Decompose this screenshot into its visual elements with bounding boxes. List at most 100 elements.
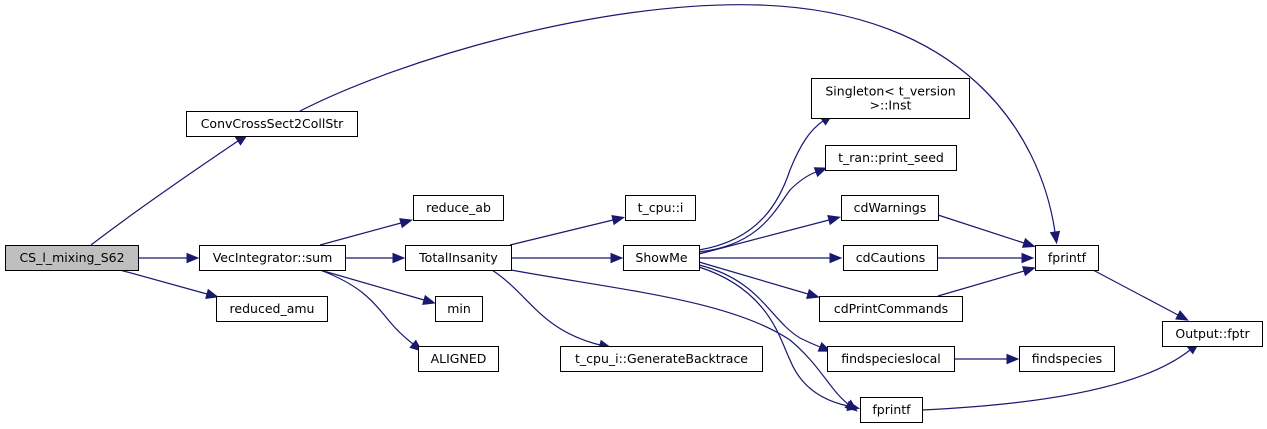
node-box[interactable] [827, 346, 955, 372]
edge-pcmd-to-fprintf1 [937, 266, 1036, 297]
edge-line [1092, 269, 1179, 316]
edge-line [119, 269, 208, 295]
node-label: Output::fptr [1175, 326, 1250, 341]
node-pseed[interactable]: t_ran::print_seed [825, 145, 957, 171]
edge-cs-to-ramu [119, 269, 219, 299]
node-box[interactable] [841, 195, 939, 221]
node-pcmd[interactable]: cdPrintCommands [819, 296, 963, 322]
node-label: t_cpu_i::GenerateBacktrace [575, 351, 748, 366]
node-box[interactable] [1019, 346, 1115, 372]
edge-warn-to-fprintf1 [937, 214, 1036, 248]
node-label: fprintf [1048, 250, 1087, 265]
node-box[interactable] [623, 245, 700, 271]
node-box[interactable] [825, 145, 957, 171]
edge-line [491, 269, 601, 346]
edge-line [698, 261, 809, 295]
edge-cs-to-conv [90, 134, 249, 246]
node-ramu[interactable]: reduced_amu [216, 296, 328, 322]
arrowhead-icon [611, 215, 625, 226]
node-fs[interactable]: findspecies [1019, 346, 1115, 372]
node-box[interactable] [435, 296, 483, 322]
node-fsl[interactable]: findspecieslocal [827, 346, 955, 372]
node-box[interactable] [216, 296, 328, 322]
arrowhead-icon [1049, 230, 1061, 245]
node-label: ShowMe [635, 250, 688, 265]
edge-line [937, 270, 1025, 297]
arrowhead-icon [399, 218, 413, 229]
edge-conv-to-fprintf1 [299, 4, 1061, 245]
edge-line [698, 266, 849, 407]
node-box[interactable] [811, 78, 970, 119]
edge-line [509, 219, 614, 246]
node-cs[interactable]: CS_l_mixing_S62 [5, 245, 139, 271]
edge-showme-to-caut [699, 252, 843, 264]
arrowhead-icon [1022, 266, 1036, 277]
node-label: CS_l_mixing_S62 [19, 250, 124, 265]
node-warn[interactable]: cdWarnings [841, 195, 939, 221]
node-box[interactable] [413, 195, 504, 221]
node-label: t_cpu::i [638, 200, 684, 215]
node-label: cdPrintCommands [834, 301, 948, 316]
node-box[interactable] [843, 245, 938, 271]
node-box[interactable] [1162, 321, 1263, 347]
node-fprintf1[interactable]: fprintf [1035, 245, 1099, 271]
node-box[interactable] [418, 346, 499, 372]
nodes: CS_l_mixing_S62 ConvCrossSect2CollStrVecI… [5, 78, 1263, 423]
edge-showme-to-warn [698, 215, 841, 255]
node-label: findspecies [1032, 351, 1102, 366]
edge-fprintf1-to-fptr [1092, 269, 1189, 321]
arrowhead-icon [846, 400, 861, 412]
node-gbt[interactable]: t_cpu_i::GenerateBacktrace [560, 346, 763, 372]
node-tot[interactable]: TotalInsanity [405, 245, 512, 271]
node-fptr[interactable]: Output::fptr [1162, 321, 1263, 347]
node-box[interactable] [560, 346, 763, 372]
edge-line [698, 171, 817, 253]
node-showme[interactable]: ShowMe [623, 245, 700, 271]
node-conv[interactable]: ConvCrossSect2CollStr [186, 111, 358, 137]
edge-vec-to-tot [345, 252, 406, 264]
node-vec[interactable]: VecIntegrator::sum [199, 245, 346, 271]
edge-tot-to-showme [511, 252, 624, 264]
node-box[interactable] [860, 397, 923, 423]
edge-line [698, 219, 830, 255]
edge-vec-to-aligned [319, 269, 423, 352]
arrowhead-icon [1175, 310, 1189, 321]
arrowhead-icon [205, 288, 219, 299]
arrowhead-icon [813, 167, 828, 178]
node-box[interactable] [405, 245, 512, 271]
node-single[interactable]: Singleton< t_version>::Inst [811, 78, 970, 119]
node-aligned[interactable]: ALIGNED [418, 346, 499, 372]
node-fprintf2[interactable]: fprintf [860, 397, 923, 423]
edge-line [319, 269, 425, 301]
arrowhead-icon [1021, 252, 1035, 264]
edge-line [299, 4, 1056, 233]
edge-caut-to-fprintf1 [937, 252, 1035, 264]
node-rab[interactable]: reduce_ab [413, 195, 504, 221]
node-box[interactable] [1035, 245, 1099, 271]
edges [90, 4, 1200, 412]
node-tcpu[interactable]: t_cpu::i [625, 195, 696, 221]
edge-line [90, 140, 239, 246]
node-box[interactable] [186, 111, 358, 137]
edge-line [698, 264, 821, 348]
edge-line [510, 269, 849, 405]
node-box[interactable] [5, 245, 139, 271]
node-label: >::Inst [870, 98, 912, 113]
edge-fsl-to-fs [954, 353, 1020, 365]
arrowhead-icon [422, 294, 436, 305]
node-box[interactable] [199, 245, 346, 271]
edge-line [937, 214, 1025, 244]
node-label: t_ran::print_seed [838, 150, 944, 165]
node-box[interactable] [819, 296, 963, 322]
edge-line [319, 269, 414, 345]
edge-showme-to-fprintf2 [698, 266, 861, 412]
node-caut[interactable]: cdCautions [843, 245, 938, 271]
node-label: VecIntegrator::sum [213, 250, 333, 265]
node-label: reduce_ab [426, 200, 491, 215]
node-box[interactable] [625, 195, 696, 221]
node-min[interactable]: min [435, 296, 483, 322]
edge-vec-to-min [319, 269, 436, 305]
node-label: cdWarnings [854, 200, 927, 215]
edge-showme-to-pcmd [698, 261, 820, 299]
